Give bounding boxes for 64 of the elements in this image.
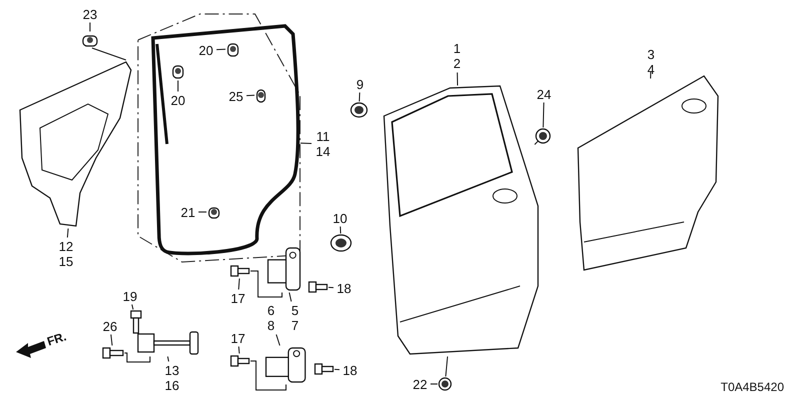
callout-number: 6 — [267, 303, 275, 318]
bracket-line — [92, 48, 126, 60]
callout-number: 2 — [453, 56, 461, 71]
callout-number: 18 — [342, 362, 358, 378]
plug-drawing — [330, 234, 352, 252]
leader-line — [216, 48, 226, 50]
leader-line — [246, 94, 255, 96]
callout-number: 5 — [291, 303, 299, 318]
leader-line — [131, 304, 134, 310]
callout-number: 12 — [58, 239, 74, 254]
leader-line — [276, 334, 280, 346]
bracket-line — [250, 360, 286, 390]
leader-line — [288, 292, 292, 302]
leader-line — [334, 368, 340, 370]
bolt-drawing — [128, 310, 144, 334]
callout-number: 4 — [647, 62, 655, 77]
bracket-line — [250, 270, 282, 298]
callout-number: 10 — [332, 210, 348, 226]
callout-number: 23 — [82, 6, 98, 22]
callout-number: 25 — [228, 88, 244, 104]
callout-number: 3 — [647, 47, 655, 62]
callout-number: 8 — [267, 318, 275, 333]
plug-drawing — [535, 128, 551, 144]
leader-line — [167, 356, 170, 362]
callout-number: 1 — [453, 41, 461, 56]
leader-line — [300, 142, 312, 144]
callout-number: 26 — [102, 318, 118, 334]
callout-number: 22 — [412, 376, 428, 392]
leader-line — [66, 228, 69, 238]
diagram-code: T0A4B5420 — [720, 380, 784, 394]
callout-number: 14 — [316, 144, 330, 159]
bolt-drawing — [230, 354, 250, 368]
leader-line — [650, 71, 652, 79]
leader-line — [238, 278, 240, 290]
leader-line — [238, 346, 240, 354]
direction-label: FR. — [45, 329, 68, 349]
bolt-drawing — [314, 362, 334, 376]
bracket-line — [124, 352, 150, 362]
callout-number: 15 — [58, 254, 74, 269]
callout-number: 18 — [336, 280, 352, 296]
callout-number: 13 — [164, 363, 180, 378]
leader-line — [328, 286, 334, 288]
leader-line — [340, 226, 342, 234]
callout-number: 16 — [164, 378, 180, 393]
callout-number: 19 — [122, 288, 138, 304]
callout-number: 21 — [180, 204, 196, 220]
callout-number: 17 — [230, 290, 246, 306]
callout-number: 20 — [170, 92, 186, 108]
callout-number: 9 — [356, 76, 364, 92]
bolt-drawing — [308, 280, 328, 294]
bolt-drawing — [230, 264, 250, 278]
callout-number: 17 — [230, 330, 246, 346]
bolt-drawing — [102, 346, 124, 360]
leader-line — [456, 72, 458, 86]
callout-number: 20 — [198, 42, 214, 58]
callout-number: 24 — [536, 86, 552, 102]
leader-line — [542, 102, 544, 128]
callout-number: 7 — [291, 318, 299, 333]
plug-drawing — [350, 102, 368, 118]
leader-line — [358, 92, 360, 102]
leader-line — [445, 356, 448, 377]
nut-drawing — [438, 377, 452, 391]
callout-number: 11 — [316, 129, 330, 144]
leader-line — [110, 334, 113, 346]
